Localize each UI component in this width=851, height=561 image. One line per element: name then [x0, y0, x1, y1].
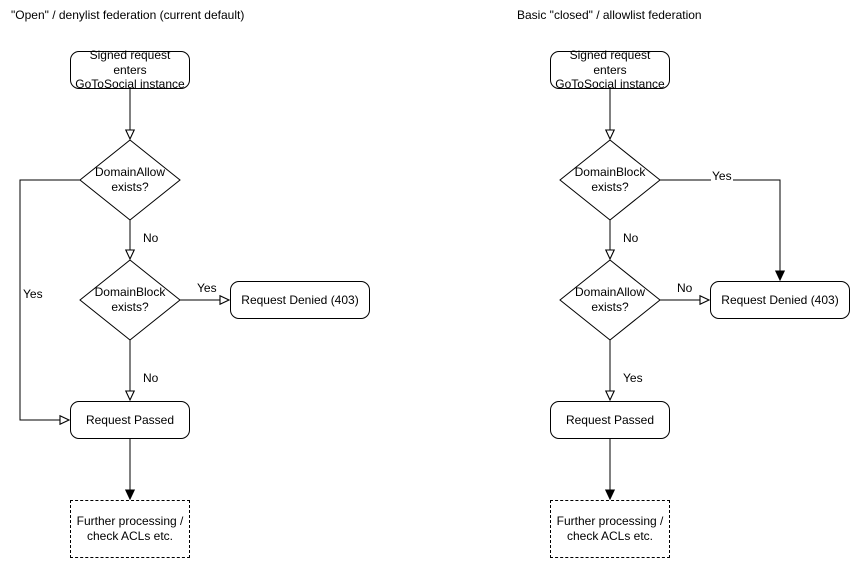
decision1-label: DomainAllow exists? [94, 165, 166, 194]
edge-label-decision1-no: No [622, 231, 640, 245]
passed-node: Request Passed [550, 401, 670, 439]
left-decision2-diamond [79, 259, 181, 341]
passed-node: Request Passed [70, 401, 190, 439]
edge-label-decision2-yes: Yes [622, 371, 644, 385]
decision1-label: DomainBlock exists? [574, 165, 646, 194]
edge-right-decision1-yes-to-denied [660, 179, 786, 282]
edge-label-decision1-no: No [142, 231, 160, 245]
denied-node: Request Denied (403) [710, 281, 850, 319]
start-node: Signed request enters GoToSocial instanc… [70, 48, 190, 91]
right-decision2-diamond [559, 259, 661, 341]
edge-label-decision2-no: No [676, 281, 694, 295]
further-processing-node: Further processing / check ACLs etc. [550, 500, 670, 558]
edge-left-decision1-yes-to-passed [19, 179, 80, 426]
right-decision1-diamond [559, 139, 661, 221]
decision2-label: DomainAllow exists? [574, 285, 646, 314]
edge-label-decision1-yes: Yes [22, 287, 44, 301]
edge-label-decision1-yes: Yes [711, 169, 733, 183]
start-node: Signed request enters GoToSocial instanc… [550, 48, 670, 91]
decision2-label: DomainBlock exists? [94, 285, 166, 314]
left-decision1-diamond [79, 139, 181, 221]
edge-label-decision2-no: No [142, 371, 160, 385]
further-processing-node: Further processing / check ACLs etc. [70, 500, 190, 558]
chart-title: "Open" / denylist federation (current de… [11, 8, 245, 22]
chart-title: Basic "closed" / allowlist federation [517, 8, 702, 22]
denied-node: Request Denied (403) [230, 281, 370, 319]
edge-label-decision2-yes: Yes [196, 281, 218, 295]
